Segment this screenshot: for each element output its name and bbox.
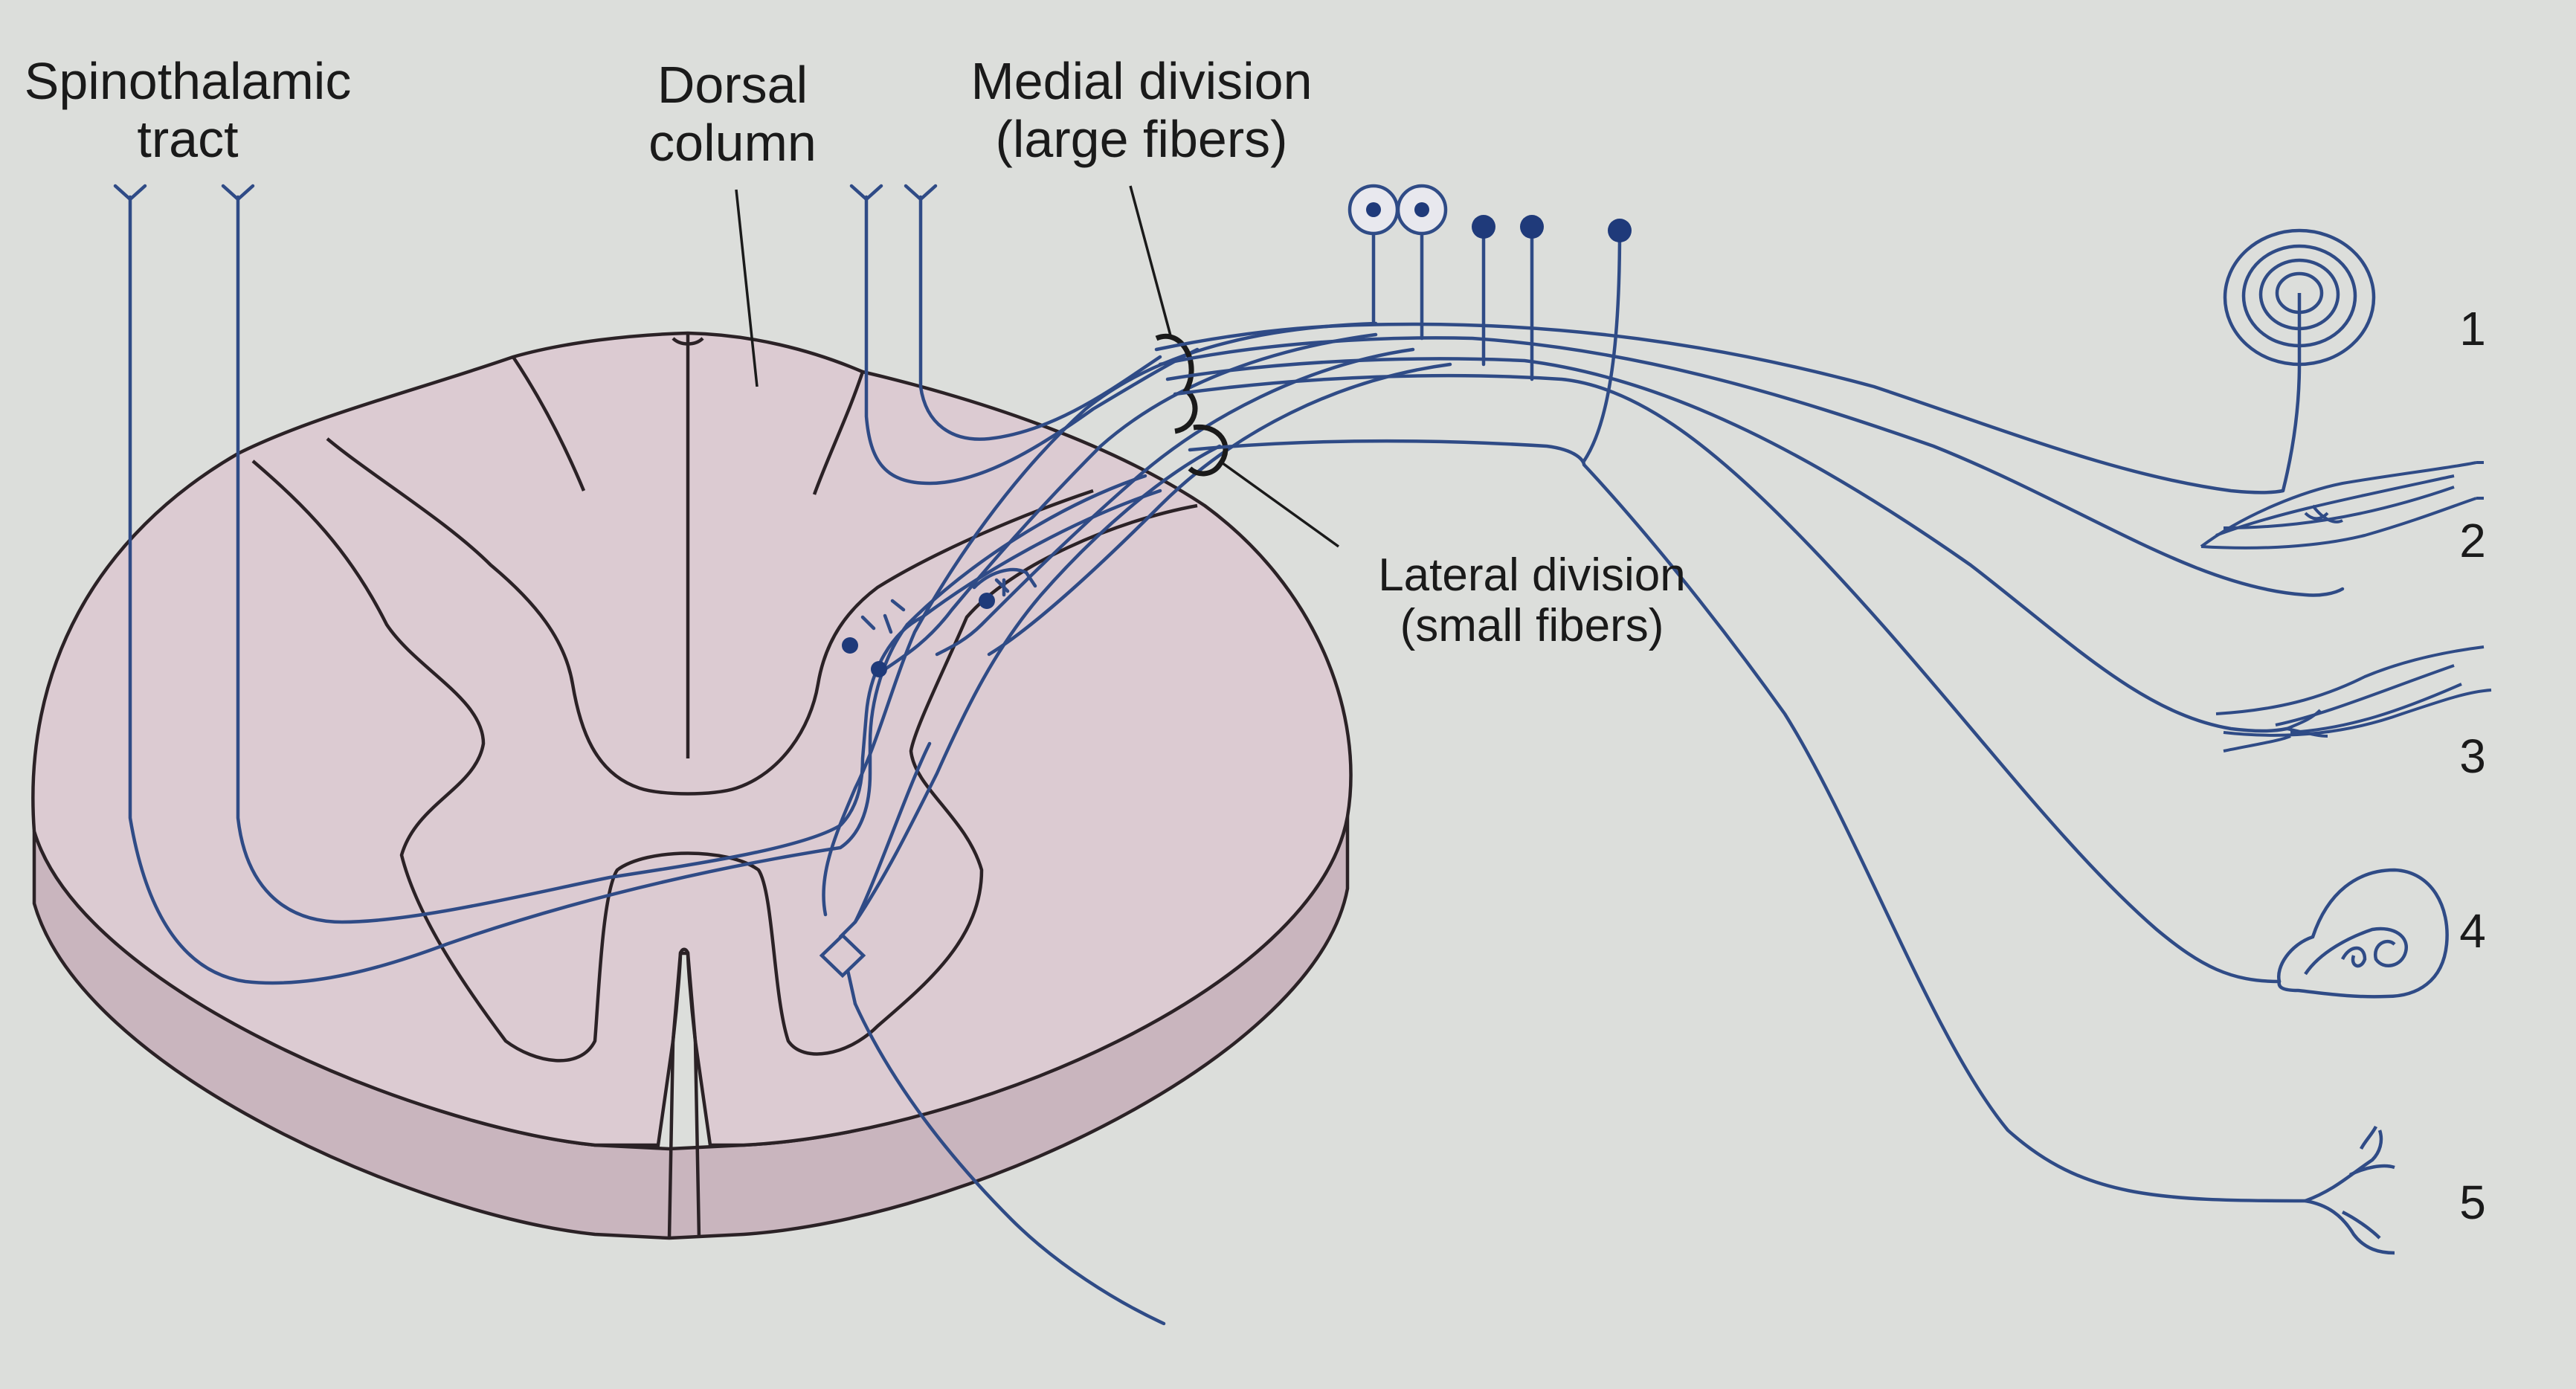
drg-large-soma-2 [1396,184,1448,341]
free-nerve-ending-icon [2305,1125,2395,1255]
receptor-number-2: 2 [2459,514,2486,567]
receptor-number-3: 3 [2459,729,2486,783]
label-lateral-division: Lateral division (small fibers) [1353,550,1710,651]
tract-fork-marks [113,184,938,202]
nerve-fiber-c [1165,357,2289,733]
dorsal-column-septum-left [512,355,586,492]
medial-division-arc [1155,334,1198,434]
nerve-fiber-b [1158,336,2345,597]
muscle-spindle-icon [2200,461,2484,550]
label-spinothalamic-tract: Spinothalamic tract [0,52,376,168]
dorsal-sulcus [672,337,704,346]
ventral-fiber [853,1002,1166,1326]
terminal-dot-3 [979,593,995,609]
root-fiber-2 [883,332,1378,671]
drg-small-soma-1 [1472,215,1495,367]
spinothalamic-fiber-2 [236,195,924,924]
terminal-dot-1 [842,637,858,654]
label-lateral-line-2: (small fibers) [1400,600,1664,651]
leader-medial-division [1129,185,1173,339]
receptor-number-5: 5 [2459,1176,2486,1229]
motor-neuron-soma [819,932,866,979]
meissner-corpuscle-icon [2276,868,2449,999]
terminal-dot-2 [871,661,887,677]
label-dorsal-line-1: Dorsal [657,56,808,114]
receptor-number-1: 1 [2459,302,2486,355]
label-medial-line-2: (large fibers) [995,110,1288,168]
leader-dorsal-column [735,189,759,387]
nerve-fiber-e [1188,439,2308,1203]
leader-lateral-division [1218,460,1340,548]
label-medial-line-1: Medial division [970,52,1313,110]
dorsal-column-septum-right [812,371,865,495]
synaptic-terminals [860,570,1037,634]
label-spinothalamic-line-2: tract [137,110,239,168]
drg-small-soma-3 [1582,219,1632,463]
label-dorsal-line-2: column [648,114,817,172]
grey-matter [251,437,1198,1063]
root-fiber-1 [822,321,1378,917]
ventral-fissure-side [667,1040,701,1239]
root-fiber-4 [972,362,1452,657]
nerve-fiber-d [1173,373,2282,984]
drg-small-soma-2 [1520,215,1544,381]
label-dorsal-column: Dorsal column [621,56,844,172]
label-lateral-line-1: Lateral division [1378,550,1686,601]
spinothalamic-fiber-1 [128,195,909,985]
label-spinothalamic-line-1: Spinothalamic [24,52,352,110]
label-medial-division: Medial division (large fibers) [944,52,1339,168]
receptor-number-4: 4 [2459,904,2486,958]
golgi-tendon-organ-icon [2215,645,2492,752]
root-fiber-5 [853,444,1222,924]
nerve-fiber-a [1154,322,2285,494]
pacinian-corpuscle-icon [2223,228,2376,492]
dorsal-column-fiber-1 [864,195,1200,486]
drg-large-soma-1 [1347,184,1400,326]
ventral-fissure [671,947,698,1042]
